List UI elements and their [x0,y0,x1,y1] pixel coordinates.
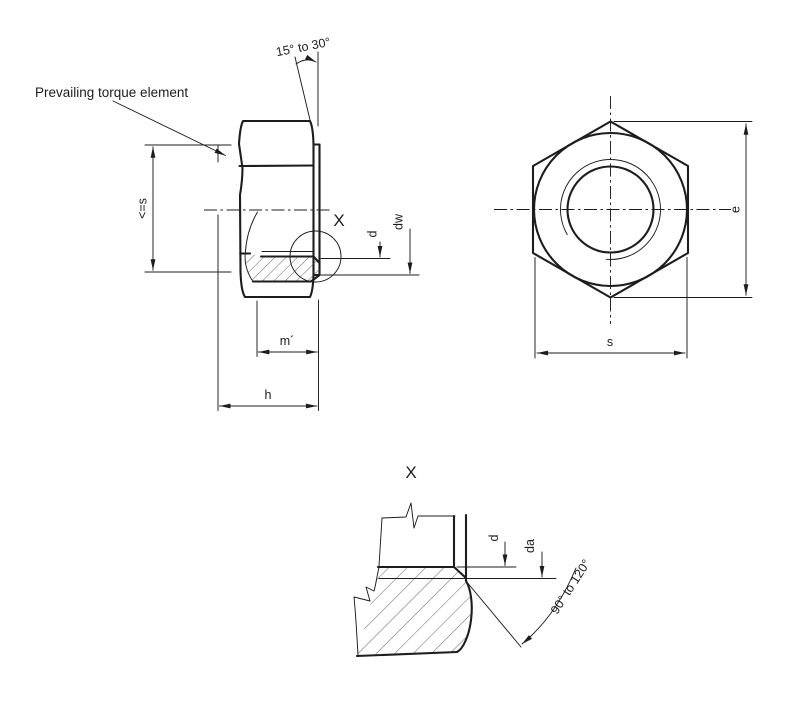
prevailing-torque-label: Prevailing torque element [35,85,188,100]
detail-ref-label-view: X [405,463,416,482]
dimension-s: s [534,257,688,359]
detail-view: X d da 90° to 120° [353,463,594,658]
h-extension-lines [217,145,319,411]
angle-leg-line [465,580,522,648]
d-label-detail: d [487,534,501,541]
detail-circle [289,230,342,283]
facet-line-upper [238,164,315,168]
chamfer-angle-lines [294,51,319,127]
chamfer-circle [532,131,689,288]
detail-break-line [353,566,380,656]
end-view: e s [494,96,753,359]
dimension-d-side: d [320,230,391,259]
prevailing-torque-leader [112,100,226,156]
detail-ref-label-main: X [333,211,344,230]
nut-outline [237,119,315,299]
angle-arc [521,567,577,645]
thread-major-arc [560,159,661,260]
countersink-angle-label: 90° to 120° [548,557,594,617]
hexagon-outline [531,120,690,299]
detail-flare-curve [455,579,473,654]
m-label: m´ [280,334,295,348]
chamfer-angle-label: 15° to 30° [275,35,332,59]
dimension-m: m´ [256,300,318,357]
s-extension-lines [534,257,688,359]
dw-label: dw [392,213,406,230]
break-line [244,211,258,282]
side-view-annotations: Prevailing torque element 15° to 30° <=s… [35,35,420,411]
s-label: s [607,335,613,349]
section-hatch [245,252,320,282]
e-extension-lines [613,121,753,298]
dimension-da: da [523,539,545,578]
detail-countersink-chamfer [452,565,468,580]
e-label: e [729,206,743,213]
dimension-dw: dw [320,213,420,276]
bore-circle [566,165,655,254]
dimension-s-max: <=s [136,144,232,273]
da-label: da [523,539,537,553]
dimension-e: e [613,121,753,298]
detail-bottom-edge [355,650,459,658]
dimension-countersink-angle: 90° to 120° [465,557,594,648]
dimension-h: h [217,145,319,411]
h-label: h [265,388,272,402]
detail-hatch [357,567,472,656]
dimension-d-detail: d [456,534,517,568]
detail-thread-root-line [381,502,456,529]
chamfer-angle-arc [295,54,317,65]
side-view: X [204,119,345,299]
s-max-extension-lines [144,144,232,273]
detail-bore-left-edge [378,517,383,567]
s-max-label: <=s [136,198,150,219]
d-label-side: d [366,230,380,237]
countersink-edge [312,255,321,265]
